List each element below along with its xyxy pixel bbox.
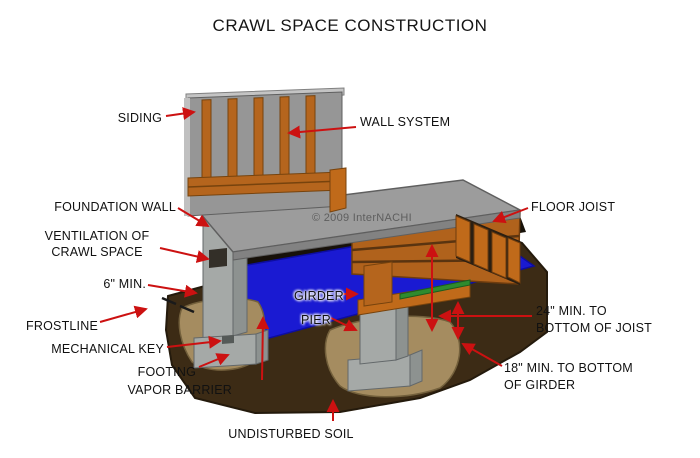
girder-post — [363, 261, 393, 307]
floor-joist-ends — [455, 214, 521, 285]
footing-arrow — [198, 353, 230, 368]
mechanical-key-arrow — [166, 335, 222, 349]
label-min-24: 24" MIN. TO BOTTOM OF JOIST — [536, 304, 652, 335]
wall-system-arrow — [287, 125, 357, 139]
label-undisturbed-soil: UNDISTURBED SOIL — [228, 427, 354, 441]
frostline-arrow — [99, 305, 148, 323]
vapor-barrier-arrow — [256, 316, 270, 381]
label-pier: PIER — [301, 313, 331, 327]
wall-stud — [227, 98, 238, 178]
callout-arrows — [99, 107, 532, 421]
siding-arrow — [165, 107, 196, 120]
ventilation-arrow — [159, 247, 210, 263]
wall-stud — [253, 97, 264, 177]
label-vapor-barrier: VAPOR BARRIER — [127, 383, 232, 397]
label-six-min: 6" MIN. — [103, 277, 146, 291]
label-ventilation: VENTILATION OF CRAWL SPACE — [44, 229, 150, 259]
floor-joist-arrow — [492, 207, 529, 224]
frostline-marks — [161, 296, 195, 314]
vent-opening — [209, 248, 227, 268]
label-foundation-wall: FOUNDATION WALL — [54, 200, 176, 214]
min18-pointer-arrow — [461, 343, 503, 367]
wall-stud — [201, 99, 212, 179]
label-frostline: FROSTLINE — [26, 319, 98, 333]
label-mechanical-key: MECHANICAL KEY — [51, 342, 164, 356]
mechanical-key-notch — [222, 335, 234, 344]
deck-front-edge — [232, 209, 521, 261]
wall-stud — [279, 96, 290, 176]
diagram-title: CRAWL SPACE CONSTRUCTION — [212, 16, 488, 35]
pier-arrow — [330, 317, 358, 332]
label-girder: GIRDER — [294, 289, 344, 303]
label-footing: FOOTING — [137, 365, 196, 379]
label-min-18: 18" MIN. TO BOTTOM OF GIRDER — [504, 361, 633, 392]
label-wall-system: WALL SYSTEM — [360, 115, 451, 129]
copyright-watermark: © 2009 InterNACHI — [312, 212, 413, 224]
foundation-wall-arrow — [177, 207, 210, 228]
six-min-arrow — [147, 284, 198, 298]
rim-joist — [329, 167, 347, 213]
siding-strip — [184, 98, 190, 216]
wall-system-assembly — [184, 87, 347, 217]
label-siding: SIDING — [117, 111, 162, 125]
wall-stud — [305, 95, 316, 175]
pier-structure — [347, 297, 423, 392]
label-floor-joist: FLOOR JOIST — [531, 200, 616, 214]
